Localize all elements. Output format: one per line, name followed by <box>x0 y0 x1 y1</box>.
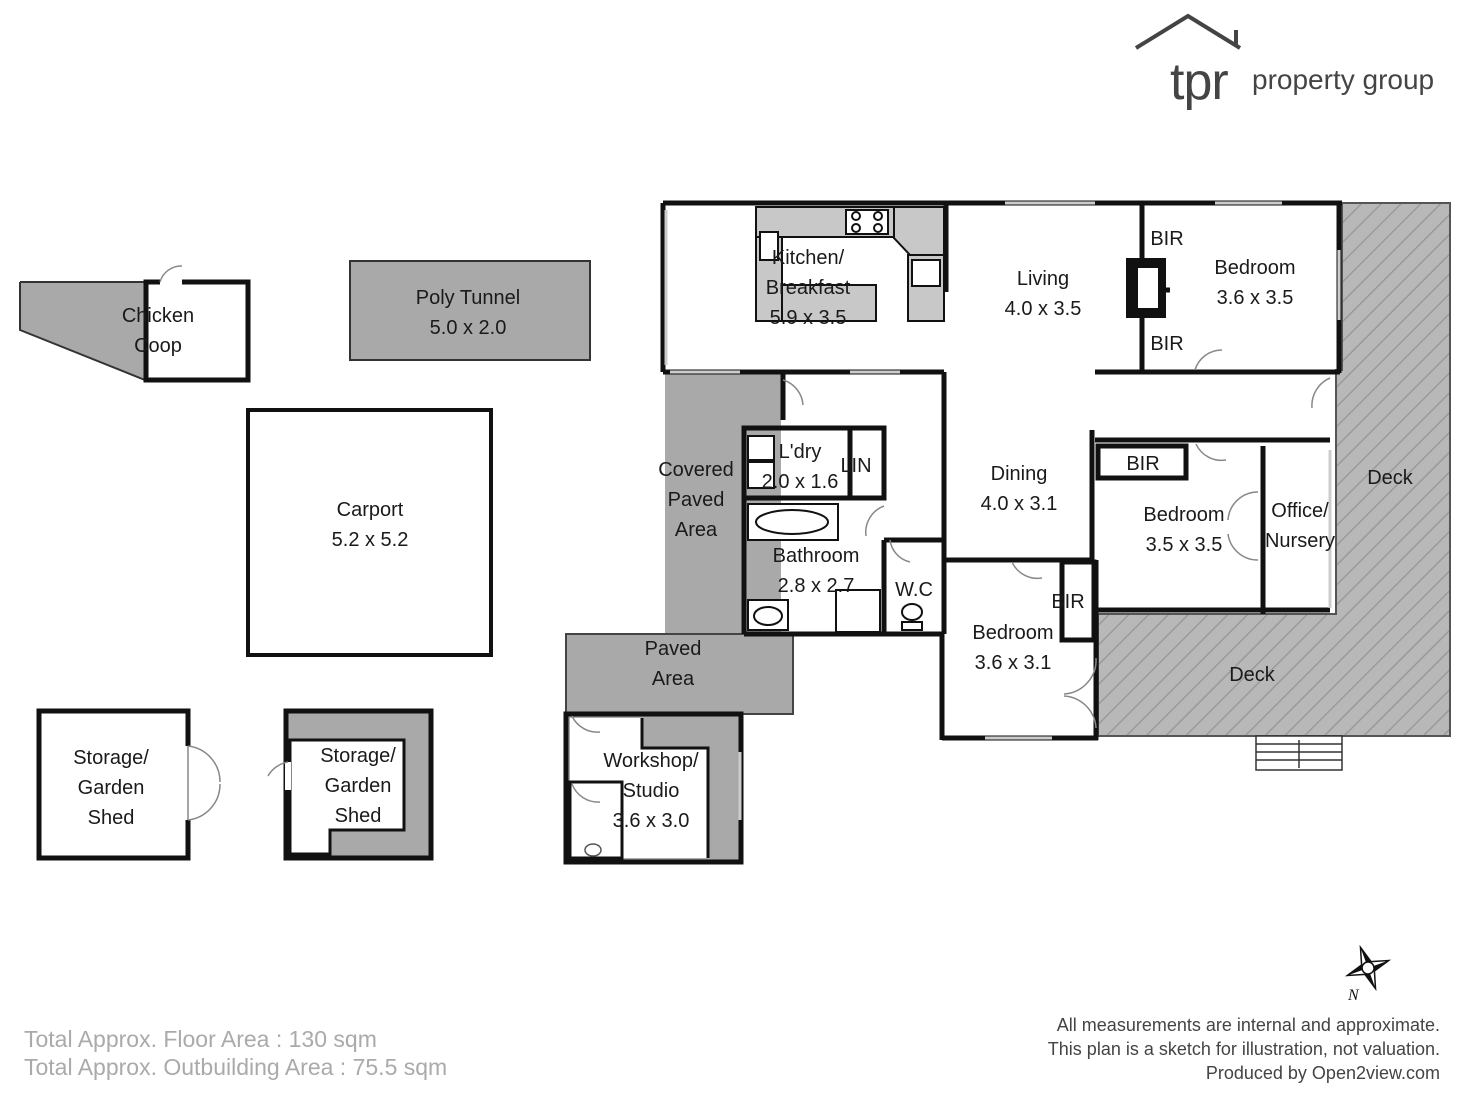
label-bir-1: BIR <box>1150 228 1183 250</box>
total-outbuilding-area: Total Approx. Outbuilding Area : 75.5 sq… <box>24 1054 448 1080</box>
poly-tunnel <box>349 260 591 361</box>
label-bir-4: BIR <box>1051 591 1084 613</box>
chicken-coop <box>19 265 251 383</box>
disclaimer-line-1: All measurements are internal and approx… <box>1056 1015 1440 1035</box>
logo-tpr-text: tpr <box>1170 53 1229 111</box>
fireplace <box>1126 258 1166 318</box>
bathroom-fixtures <box>747 435 923 633</box>
logo-group-text: property group <box>1252 64 1435 95</box>
label-deck-1: Deck <box>1367 467 1414 489</box>
storage-shed-1 <box>36 708 221 861</box>
workshop <box>563 711 744 865</box>
kitchen-benches <box>755 206 948 322</box>
paved-area <box>565 633 794 715</box>
label-deck-2: Deck <box>1229 664 1276 686</box>
label-bir-3: BIR <box>1126 453 1159 475</box>
windows <box>664 201 1341 820</box>
label-wc: W.C <box>895 579 933 601</box>
label-office: Office/Nursery <box>1265 500 1335 552</box>
carport <box>246 408 493 657</box>
doors <box>571 349 1331 803</box>
compass-icon <box>1344 944 1392 992</box>
disclaimer-line-2: This plan is a sketch for illustration, … <box>1047 1039 1440 1059</box>
disclaimer-line-3: Produced by Open2view.com <box>1205 1063 1440 1083</box>
total-floor-area: Total Approx. Floor Area : 130 sqm <box>24 1026 377 1052</box>
label-bir-2: BIR <box>1150 333 1183 355</box>
compass-north-label: N <box>1347 987 1360 1004</box>
label-linen: LIN <box>840 455 871 477</box>
deck-steps <box>1255 735 1343 771</box>
storage-shed-2 <box>267 708 434 861</box>
house-roof-icon <box>1134 13 1242 50</box>
